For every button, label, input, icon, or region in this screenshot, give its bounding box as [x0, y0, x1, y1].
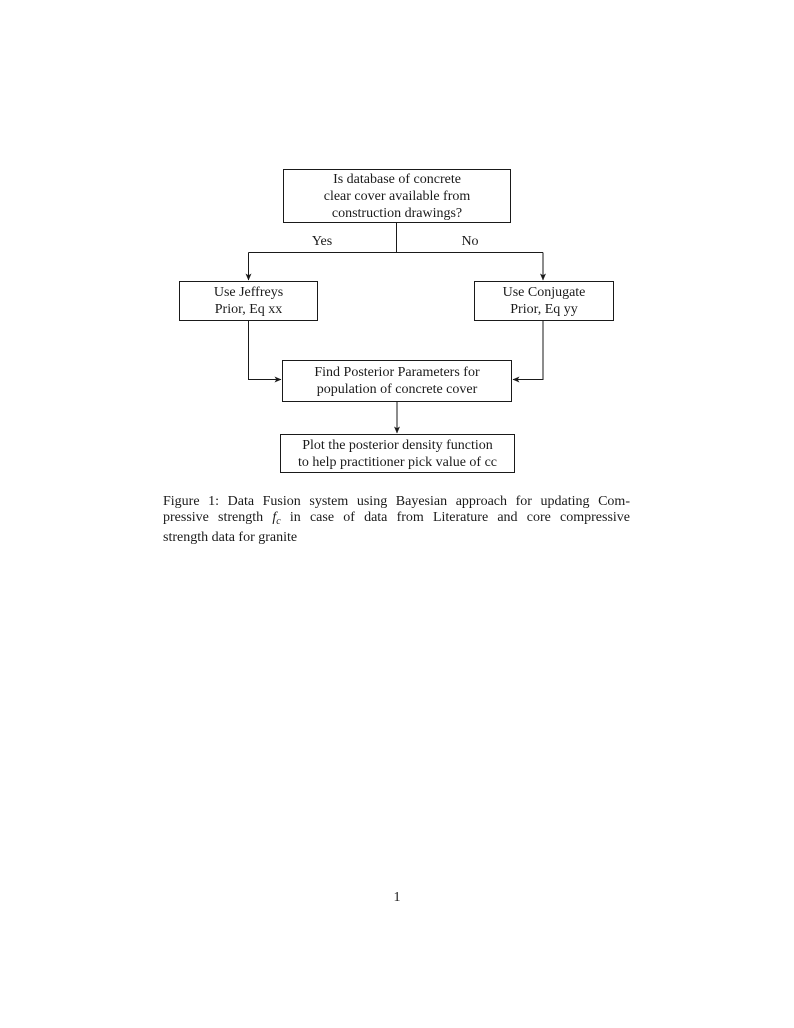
caption-line-2-text-after: in case of data from Literature and core… [280, 510, 630, 525]
node-question-line-1: Is database of concrete [333, 171, 461, 187]
figure-caption: Figure 1: Data Fusion system using Bayes… [163, 494, 630, 546]
node-conjugate-line-1: Use Conjugate [502, 285, 586, 300]
node-posterior-line-2: population of concrete cover [316, 382, 478, 397]
flowchart-node-question: Is database of concrete clear cover avai… [283, 169, 511, 223]
flowchart-node-plot-density: Plot the posterior density function to h… [280, 434, 515, 473]
node-plot-line-1: Plot the posterior density function [302, 437, 493, 453]
flowchart-node-posterior-parameters: Find Posterior Parameters for population… [282, 360, 512, 402]
caption-math-fc: f [272, 510, 277, 525]
caption-line-2: pressive strength fc in case of data fro… [163, 510, 630, 530]
caption-line-2-text: pressive strength [163, 510, 273, 525]
node-jeffreys-line-1: Use Jeffreys [213, 285, 284, 300]
edge-label-no: No [461, 234, 479, 249]
flowchart-node-jeffreys-prior: Use Jeffreys Prior, Eq xx [179, 281, 318, 321]
edge-label-yes: Yes [311, 234, 333, 249]
node-jeffreys-line-2: Prior, Eq xx [214, 302, 283, 317]
node-question-line-3: construction drawings? [331, 205, 463, 221]
edge-question-branch [248, 223, 543, 253]
caption-line-1: Figure 1: Data Fusion system using Bayes… [163, 494, 630, 509]
edge-conjugate-to-posterior [512, 321, 544, 383]
flowchart-node-conjugate-prior: Use Conjugate Prior, Eq yy [474, 281, 614, 321]
node-conjugate-line-2: Prior, Eq yy [510, 302, 578, 317]
edge-jeffreys-to-posterior [248, 321, 282, 383]
caption-math-fc-subscript: c [276, 516, 281, 527]
node-question-line-2: clear cover available from [323, 188, 471, 204]
node-posterior-line-1: Find Posterior Parameters for [314, 365, 480, 380]
node-plot-line-2: to help practitioner pick value of cc [297, 454, 498, 470]
caption-line-3: strength data for granite [163, 530, 298, 545]
page-number: 1 [393, 890, 401, 905]
